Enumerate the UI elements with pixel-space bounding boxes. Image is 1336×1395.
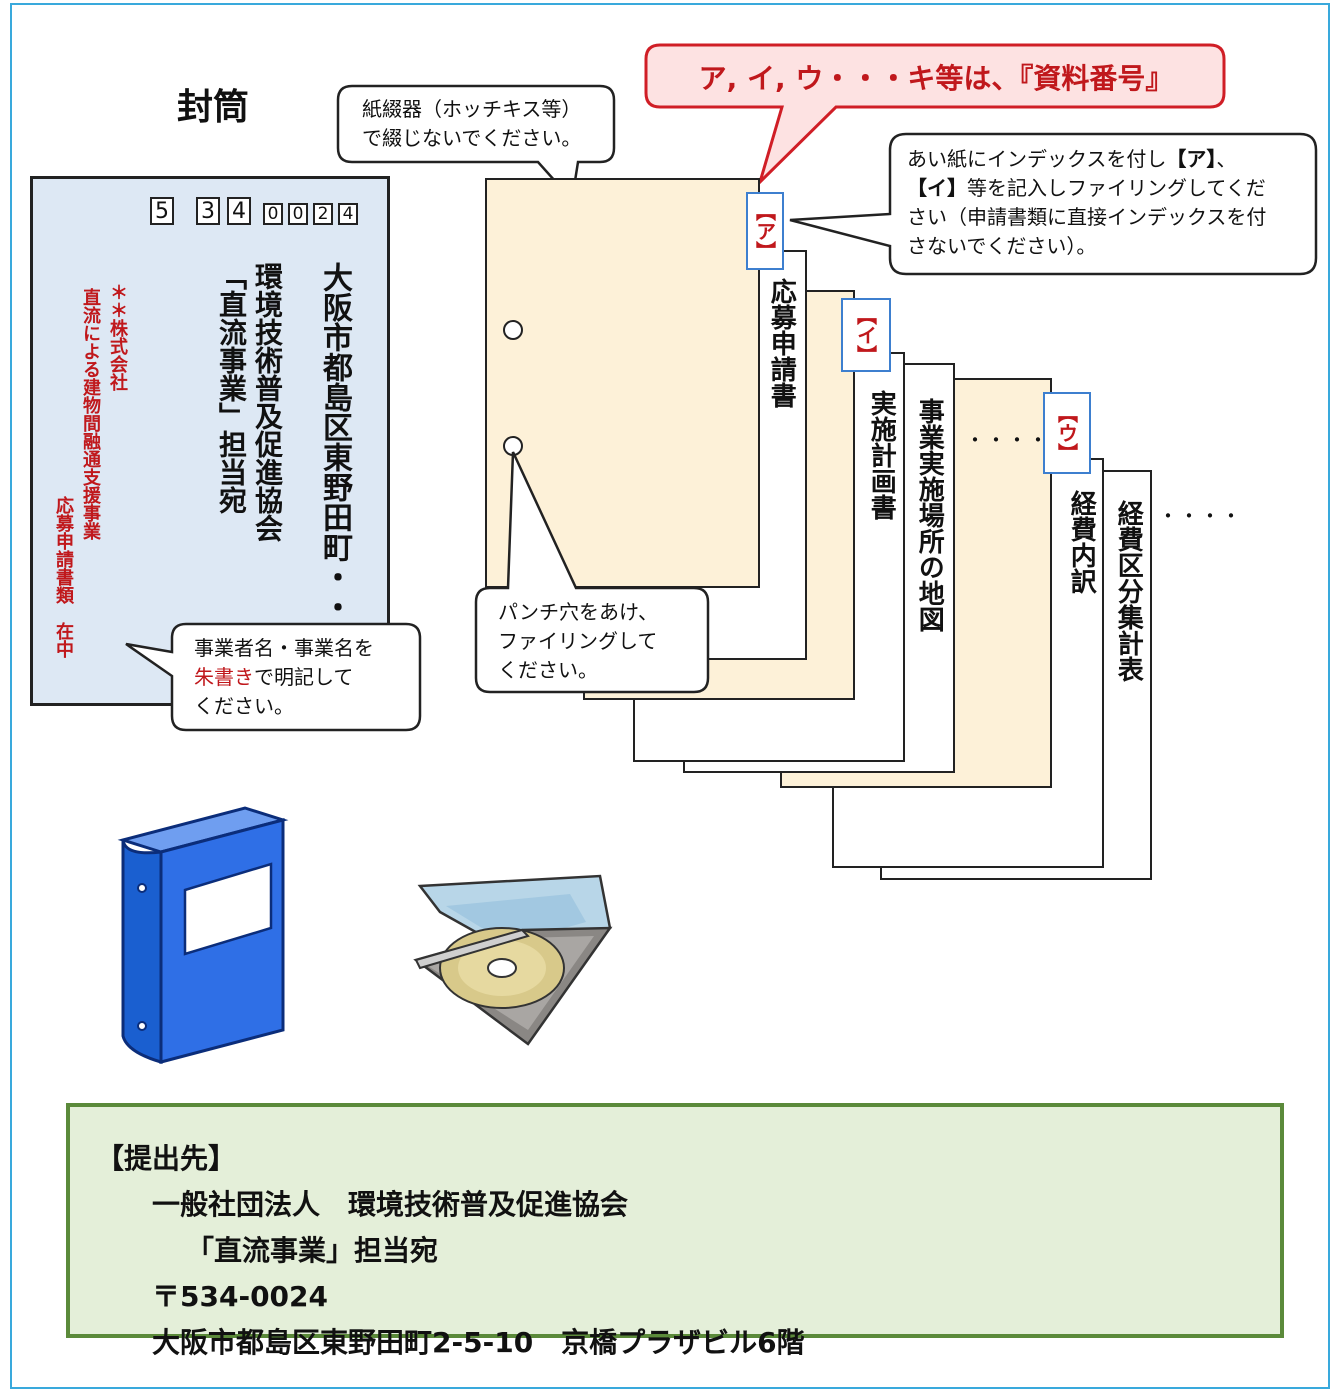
shiryou-callout-text: ア, イ, ウ・・・キ等は、『資料番号』 xyxy=(698,62,1174,95)
sender-project: 直流による建物間融通支援事業 xyxy=(80,288,101,540)
envelope-note-line1: 事業者名・事業名を xyxy=(194,636,374,660)
envelope-note-red: 朱書き xyxy=(194,665,254,689)
submission-postal: 〒534-0024 xyxy=(152,1280,328,1313)
zip-digit-box: 0 xyxy=(263,203,283,225)
punch-callout-text: パンチ穴をあけ、 ファイリングして ください。 xyxy=(498,598,658,685)
index-tab-i: 【イ】 xyxy=(841,298,891,372)
submission-box xyxy=(66,1103,1284,1338)
submission-org: 一般社団法人 環境技術普及促進協会 xyxy=(152,1188,629,1221)
index-line3: さい（申請書類に直接インデックスを付 xyxy=(907,205,1267,229)
envelope-heading: 封筒 xyxy=(177,87,250,128)
index-tab-a: 【ア】 xyxy=(746,192,784,270)
doc-label-oubo: 応募申請書 xyxy=(766,278,797,408)
zip-digit-box: 5 xyxy=(150,197,174,225)
outer-frame xyxy=(10,3,1330,1389)
index-line1c: 、 xyxy=(1216,147,1237,171)
ellipsis-end: ・・・・ xyxy=(1158,504,1242,528)
submission-attn: 「直流事業」担当宛 xyxy=(186,1234,439,1267)
envelope-address: 大阪市都島区東野田町・・・ xyxy=(317,262,352,652)
stapler-line1: 紙綴器（ホッチキス等） xyxy=(362,97,582,121)
doc-label-map: 事業実施場所の地図 xyxy=(914,398,945,632)
shiryou-callout-bubble xyxy=(644,43,1226,188)
punch-line1: パンチ穴をあけ、 xyxy=(498,600,658,624)
zip-digit-box: 0 xyxy=(288,203,308,225)
doc-label-jisshi: 実施計画書 xyxy=(866,390,897,520)
index-callout-bubble xyxy=(789,132,1318,276)
index-line2a: 【イ】 xyxy=(907,176,967,200)
index-tab-u: 【ウ】 xyxy=(1043,392,1091,474)
zip-digit-box: 4 xyxy=(227,197,251,225)
envelope-note-bubble xyxy=(125,622,422,732)
zip-digit-box: 2 xyxy=(313,203,333,225)
envelope-org: 環境技術普及促進協会 xyxy=(251,262,284,542)
index-line1a: あい紙にインデックスを付し xyxy=(907,147,1167,171)
sender-company: ＊＊株式会社 xyxy=(107,283,128,391)
stapler-callout-text: 紙綴器（ホッチキス等） で綴じないでください。 xyxy=(362,95,581,153)
submission-address: 大阪市都島区東野田町2-5-10 京橋プラザビル6階 xyxy=(152,1326,805,1359)
index-line1b: 【ア】 xyxy=(1166,147,1217,171)
punch-line2: ファイリングして xyxy=(498,629,658,653)
doc-label-kubun: 経費区分集計表 xyxy=(1113,500,1144,682)
envelope-note-text: 事業者名・事業名を 朱書きで明記して ください。 xyxy=(194,634,374,721)
submission-text: 【提出先】 一般社団法人 環境技術普及促進協会 「直流事業」担当宛 〒534-0… xyxy=(96,1136,805,1366)
cd-case-icon xyxy=(413,874,613,1046)
stapler-line2: で綴じないでください。 xyxy=(362,126,582,150)
envelope-note-line2: で明記して xyxy=(254,665,354,689)
ellipsis-mid: ・・・・ xyxy=(965,428,1049,452)
envelope xyxy=(30,176,390,706)
punch-hole xyxy=(503,320,523,340)
index-tab-u-label: 【ウ】 xyxy=(1054,403,1079,463)
submission-heading: 【提出先】 xyxy=(96,1142,237,1175)
index-tab-a-label: 【ア】 xyxy=(752,201,777,261)
sender-doc: 応募申請書類 在中 xyxy=(53,496,74,658)
envelope-attn: 「直流事業」担当宛 xyxy=(215,262,248,514)
index-tab-i-label: 【イ】 xyxy=(853,305,878,365)
punch-line3: ください。 xyxy=(498,658,598,682)
index-line4: さないでください）。 xyxy=(907,234,1097,258)
index-line2b: 等を記入しファイリングしてくだ xyxy=(967,176,1266,200)
envelope-note-line3: ください。 xyxy=(194,694,294,718)
zip-digit-box: 4 xyxy=(338,203,358,225)
doc-label-uchiwake: 経費内訳 xyxy=(1066,490,1097,594)
binder-icon xyxy=(117,806,289,1065)
zip-digit-box: 3 xyxy=(196,197,220,225)
index-callout-text: あい紙にインデックスを付し【ア】、 【イ】等を記入しファイリングしてくだ さい（… xyxy=(907,145,1307,261)
